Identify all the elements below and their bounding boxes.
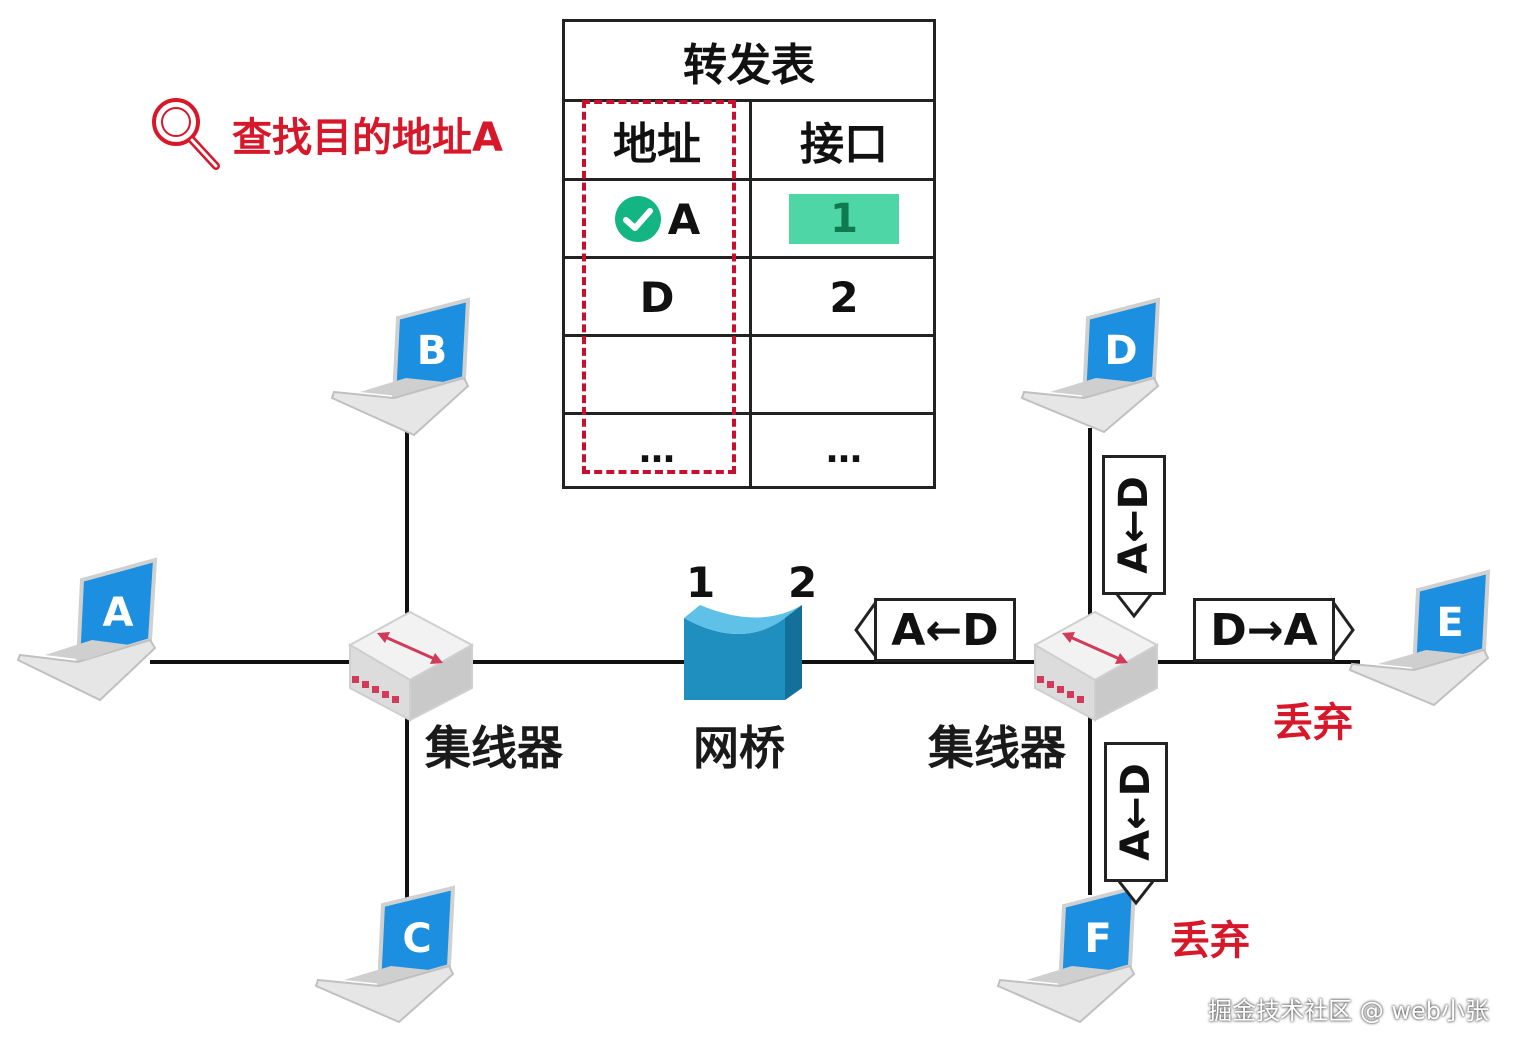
frame-to-bridge-arrowhead (854, 597, 878, 662)
row-2-address: D (639, 272, 675, 322)
computer-c-icon (314, 885, 456, 1024)
check-icon (614, 196, 661, 242)
frame-to-f: A←D (1104, 742, 1168, 882)
row-1-address: A (667, 194, 701, 244)
row-2-interface: 2 (829, 272, 859, 322)
frame-to-f-text: A←D (1113, 763, 1159, 861)
computer-a-label: A (103, 590, 134, 636)
computer-e-label: E (1436, 600, 1463, 646)
hub-left-icon (347, 610, 475, 722)
hub-left-label: 集线器 (425, 721, 563, 775)
address-column-highlight (582, 100, 736, 474)
frame-to-e-text: D→A (1210, 604, 1318, 656)
table-title: 转发表 (683, 40, 815, 91)
bridge-port-2: 2 (788, 558, 818, 607)
computer-d-label: D (1104, 328, 1137, 374)
bridge-port-1: 1 (686, 558, 716, 607)
watermark: 掘金技术社区 @ web小张 (1208, 997, 1489, 1025)
hub-right-icon (1032, 610, 1160, 722)
hub-right-label: 集线器 (928, 721, 1066, 775)
row-4-address: … (639, 429, 675, 471)
frame-from-d-text: A←D (1111, 476, 1157, 574)
computer-e-icon (1348, 569, 1491, 707)
discard-label-e: 丢弃 (1273, 700, 1353, 746)
computer-b-icon (330, 297, 471, 437)
header-address: 地址 (613, 119, 701, 170)
match-highlight: 1 (789, 194, 899, 244)
computer-f-label: F (1084, 916, 1111, 962)
row-3-interface (752, 337, 936, 413)
table-row-address: A (565, 181, 749, 257)
frame-from-d: A←D (1102, 455, 1166, 595)
row-4-interface: … (826, 429, 862, 471)
computer-a-icon (16, 557, 158, 702)
forwarding-table: 转发表 地址 接口 A 1 D 2 … … (562, 19, 936, 489)
row-1-interface: 1 (830, 196, 858, 242)
discard-label-f: 丢弃 (1170, 918, 1250, 964)
header-interface: 接口 (800, 119, 888, 170)
computer-b-label: B (417, 328, 448, 374)
computer-c-label: C (402, 916, 431, 962)
bridge-icon (684, 605, 802, 700)
frame-to-e: D→A (1193, 598, 1335, 662)
computer-f-icon (996, 885, 1137, 1024)
computer-d-icon (1020, 297, 1161, 434)
row-1-interface-cell: 1 (752, 181, 936, 257)
frame-to-bridge-text: A←D (891, 604, 999, 656)
search-label: 查找目的地址A (232, 115, 503, 161)
magnifier-icon (152, 98, 220, 170)
frame-to-e-arrowhead (1331, 597, 1355, 662)
bridge-label: 网桥 (693, 721, 785, 775)
frame-from-d-arrowhead (1112, 591, 1156, 619)
frame-to-bridge: A←D (874, 598, 1016, 662)
